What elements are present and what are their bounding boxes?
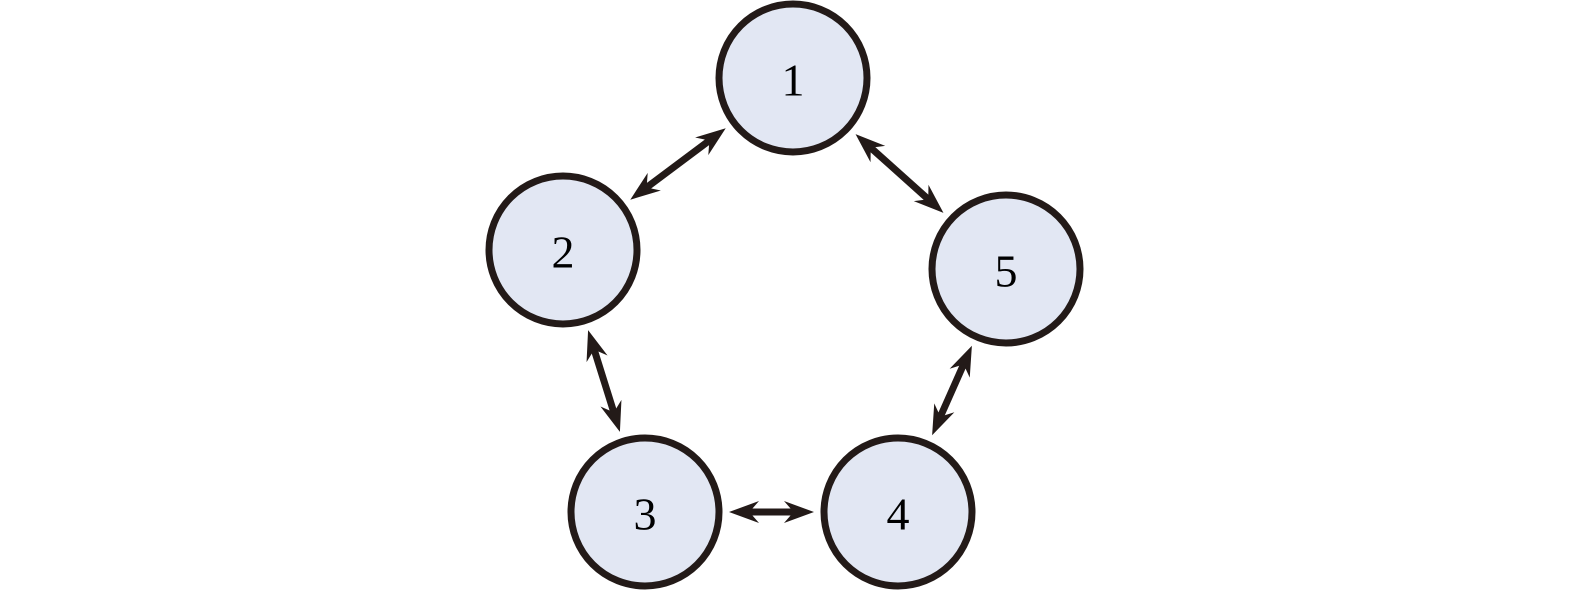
arrowhead-icon [932,403,955,436]
arrowhead-icon [586,330,608,363]
node-label: 3 [634,489,657,540]
edges-layer [586,128,972,523]
arrowhead-icon [855,134,886,163]
node-label: 4 [887,489,910,540]
node-circle[interactable] [715,0,871,156]
node-label: 2 [552,227,575,278]
node-circle[interactable] [928,191,1084,347]
edge-line [865,142,934,205]
arrowhead-icon [600,399,622,432]
edge-1-2 [630,128,726,200]
arrowhead-icon [695,128,726,156]
arrowhead-icon [729,501,759,523]
arrowhead-icon [630,172,661,200]
node-label: 5 [995,246,1018,297]
graph-node-3[interactable]: 3 [567,434,723,590]
node-label: 1 [782,55,805,106]
arrowhead-icon [784,501,814,523]
edge-line [641,135,715,193]
graph-node-1[interactable]: 1 [715,0,871,156]
node-circle[interactable] [567,434,723,590]
edge-2-3 [586,330,622,432]
edge-line [589,344,619,418]
nodes-layer: 1 2 3 4 5 [485,0,1084,590]
edge-3-4 [729,501,814,523]
node-circle[interactable] [820,434,976,590]
arrowhead-icon [949,345,972,378]
edge-5-1 [855,134,944,213]
graph-node-2[interactable]: 2 [485,172,641,328]
graph-node-5[interactable]: 5 [928,191,1084,347]
edge-line [935,359,969,422]
node-circle[interactable] [485,172,641,328]
graph-node-4[interactable]: 4 [820,434,976,590]
arrowhead-icon [913,184,944,213]
edge-4-5 [932,345,972,436]
